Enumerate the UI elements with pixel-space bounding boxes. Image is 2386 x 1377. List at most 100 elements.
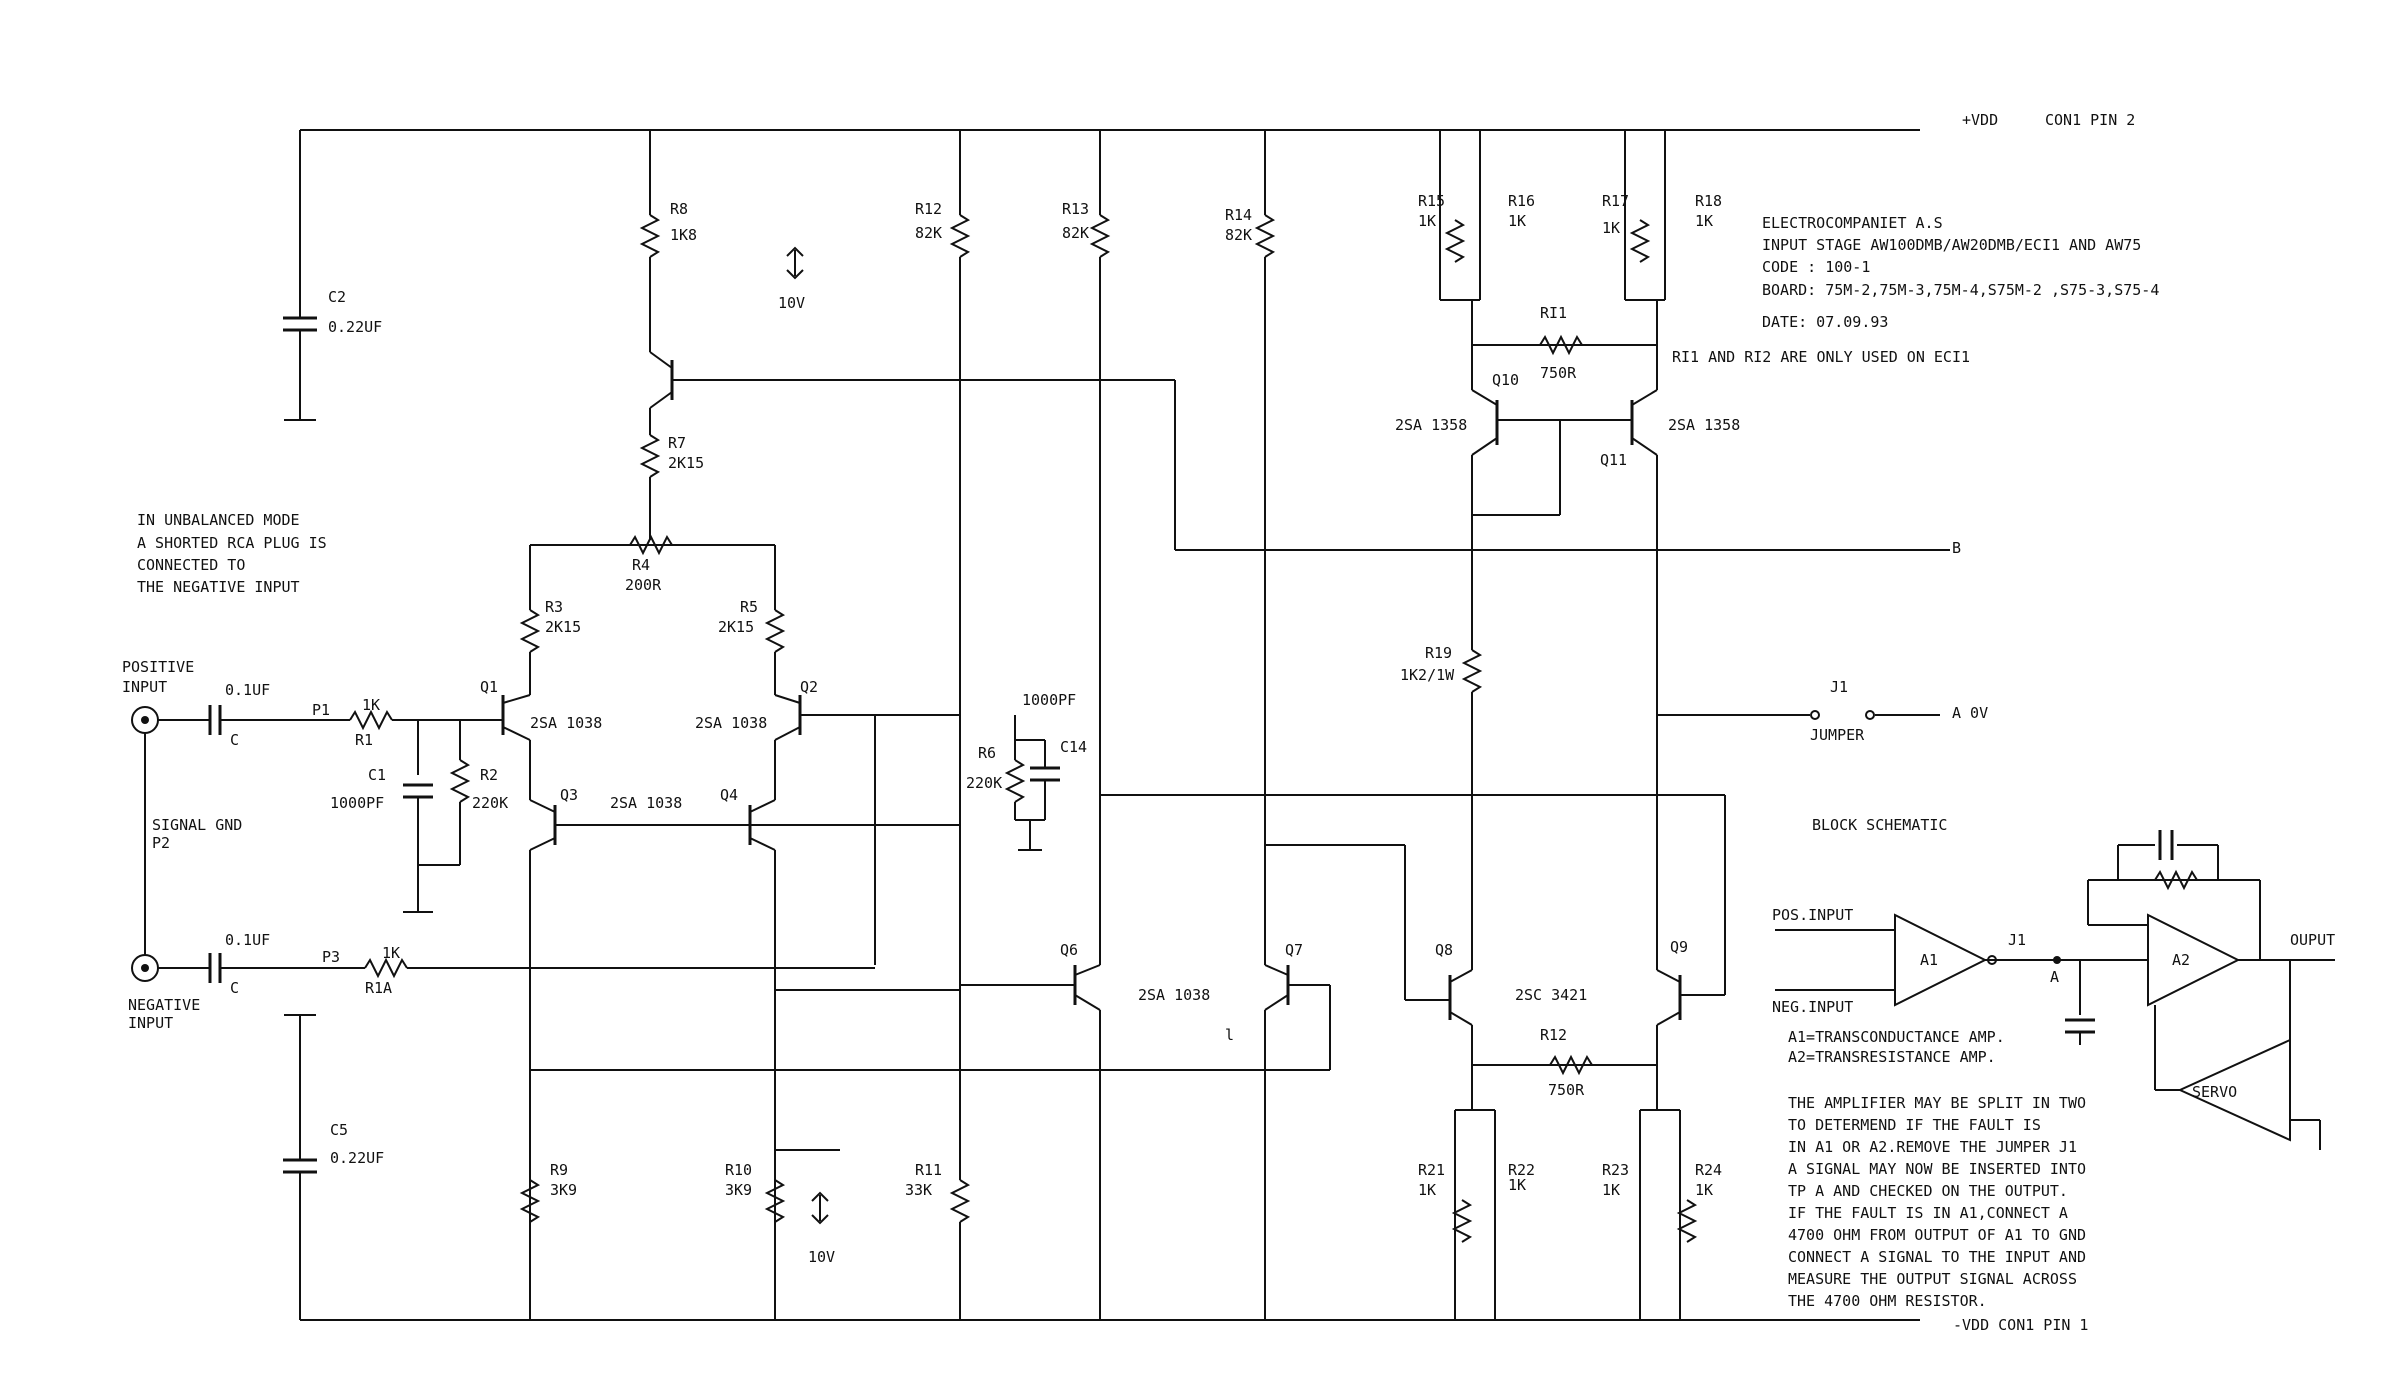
cascode-q3-q4 xyxy=(529,799,960,1320)
r14-value: 82K xyxy=(1225,226,1252,244)
r16-value: 1K xyxy=(1508,212,1526,230)
c2-value: 0.22UF xyxy=(328,318,382,336)
q10-type: 2SA 1358 xyxy=(1395,416,1467,434)
block-schematic-title: BLOCK SCHEMATIC xyxy=(1812,816,1947,834)
c-pos-name: C xyxy=(230,731,239,749)
title-board: BOARD: 75M-2,75M-3,75M-4,S75M-2 ,S75-3,S… xyxy=(1762,281,2159,299)
r15-name: R15 xyxy=(1418,192,1445,210)
block-a-node-label: A xyxy=(2050,968,2059,986)
r23-name: R23 xyxy=(1602,1161,1629,1179)
r5-name: R5 xyxy=(740,598,758,616)
ri1-name: RI1 xyxy=(1540,304,1567,322)
j1-name: J1 xyxy=(1830,678,1848,696)
r13-value: 82K xyxy=(1062,224,1089,242)
note-line-3: IN A1 OR A2.REMOVE THE JUMPER J1 xyxy=(1788,1138,2077,1156)
q11-name: Q11 xyxy=(1600,451,1627,469)
block-neg-input: NEG.INPUT xyxy=(1772,998,1853,1016)
r21-value: 1K xyxy=(1418,1181,1436,1199)
note-line-8: CONNECT A SIGNAL TO THE INPUT AND xyxy=(1788,1248,2086,1266)
supply-rails xyxy=(300,129,1920,1321)
c-neg-name: C xyxy=(230,979,239,997)
c1-value: 1000PF xyxy=(330,794,384,812)
a-0v-label: A 0V xyxy=(1952,704,1988,722)
block-a2-label: A2 xyxy=(2172,951,2190,969)
block-servo-label: SERVO xyxy=(2192,1083,2237,1101)
transistors-q6-q7 xyxy=(960,964,1331,1320)
positive-input-label-1: POSITIVE xyxy=(122,658,194,676)
note-line-2: TO DETERMEND IF THE FAULT IS xyxy=(1788,1116,2041,1134)
transistors-q8-q9 xyxy=(1405,969,1726,1320)
r22-name: R22 xyxy=(1508,1161,1535,1179)
r24-name: R24 xyxy=(1695,1161,1722,1179)
block-output-label: OUPUT xyxy=(2290,931,2335,949)
r3-name: R3 xyxy=(545,598,563,616)
note-line-10: THE 4700 OHM RESISTOR. xyxy=(1788,1292,1987,1310)
r4-value: 200R xyxy=(625,576,662,594)
r4-name: R4 xyxy=(632,556,650,574)
negative-input-label-1: NEGATIVE xyxy=(128,996,200,1014)
r11-value: 33K xyxy=(905,1181,932,1199)
note-line-6: IF THE FAULT IS IN A1,CONNECT A xyxy=(1788,1204,2068,1222)
schematic-labels: +VDD CON1 PIN 2 -VDD CON1 PIN 1 ELECTROC… xyxy=(122,111,2335,1334)
r21-name: R21 xyxy=(1418,1161,1445,1179)
title-code: CODE : 100-1 xyxy=(1762,258,1870,276)
r17-name: R17 xyxy=(1602,192,1629,210)
r5-value: 2K15 xyxy=(718,618,754,636)
ri-note: RI1 AND RI2 ARE ONLY USED ON ECI1 xyxy=(1672,348,1970,366)
a2-description: A2=TRANSRESISTANCE AMP. xyxy=(1788,1048,1996,1066)
c-neg-value: 0.1UF xyxy=(225,931,270,949)
jumper-label: JUMPER xyxy=(1810,726,1865,744)
bias-resistors xyxy=(949,130,1276,1320)
title-stage: INPUT STAGE AW100DMB/AW20DMB/ECI1 AND AW… xyxy=(1762,236,2141,254)
r14-name: R14 xyxy=(1225,206,1252,224)
r12-value: 82K xyxy=(915,224,942,242)
r2-value: 220K xyxy=(472,794,508,812)
r15-value: 1K xyxy=(1418,212,1436,230)
r24-value: 1K xyxy=(1695,1181,1713,1199)
r1-value: 1K xyxy=(362,696,380,714)
title-date: DATE: 07.09.93 xyxy=(1762,313,1888,331)
output-stage xyxy=(1100,130,1950,1000)
r1a-name: R1A xyxy=(365,979,392,997)
c5-value: 0.22UF xyxy=(330,1149,384,1167)
q6-q7-type: 2SA 1038 xyxy=(1138,986,1210,1004)
v10-top-label: 10V xyxy=(778,294,805,312)
q2-name: Q2 xyxy=(800,678,818,696)
r17-value: 1K xyxy=(1602,219,1620,237)
small-l-mark: l xyxy=(1225,1026,1234,1044)
negative-input-label-2: INPUT xyxy=(128,1014,173,1032)
q1-type: 2SA 1038 xyxy=(530,714,602,732)
v10-bottom-label: 10V xyxy=(808,1248,835,1266)
q10-name: Q10 xyxy=(1492,371,1519,389)
note-line-9: MEASURE THE OUTPUT SIGNAL ACROSS xyxy=(1788,1270,2077,1288)
r10-value: 3K9 xyxy=(725,1181,752,1199)
r7-name: R7 xyxy=(668,434,686,452)
a1-description: A1=TRANSCONDUCTANCE AMP. xyxy=(1788,1028,2005,1046)
input-pair-q1-q2 xyxy=(501,694,960,965)
positive-input-label-2: INPUT xyxy=(122,678,167,696)
r13-name: R13 xyxy=(1062,200,1089,218)
p2-label: P2 xyxy=(152,834,170,852)
b-output-label: B xyxy=(1952,539,1961,557)
q6-name: Q6 xyxy=(1060,941,1078,959)
q4-name: Q4 xyxy=(720,786,738,804)
q8-q9-type: 2SC 3421 xyxy=(1515,986,1587,1004)
r3-value: 2K15 xyxy=(545,618,581,636)
vdd-neg-label: -VDD CON1 PIN 1 xyxy=(1953,1316,2088,1334)
r6-name: R6 xyxy=(978,744,996,762)
r22-value: 1K xyxy=(1508,1176,1526,1194)
r1-name: R1 xyxy=(355,731,373,749)
c5-name: C5 xyxy=(330,1121,348,1139)
q3-name: Q3 xyxy=(560,786,578,804)
emitter-resistors-r9-r10 xyxy=(519,989,1330,1225)
r16-name: R16 xyxy=(1508,192,1535,210)
tail-current-source xyxy=(519,130,1175,695)
r19-value: 1K2/1W xyxy=(1400,666,1455,684)
r12b-value: 750R xyxy=(1548,1081,1585,1099)
con1-pin2-label: CON1 PIN 2 xyxy=(2045,111,2135,129)
block-j1-label: J1 xyxy=(2008,931,2026,949)
unbalanced-note-4: THE NEGATIVE INPUT xyxy=(137,578,300,596)
r23-value: 1K xyxy=(1602,1181,1620,1199)
q11-type: 2SA 1358 xyxy=(1668,416,1740,434)
